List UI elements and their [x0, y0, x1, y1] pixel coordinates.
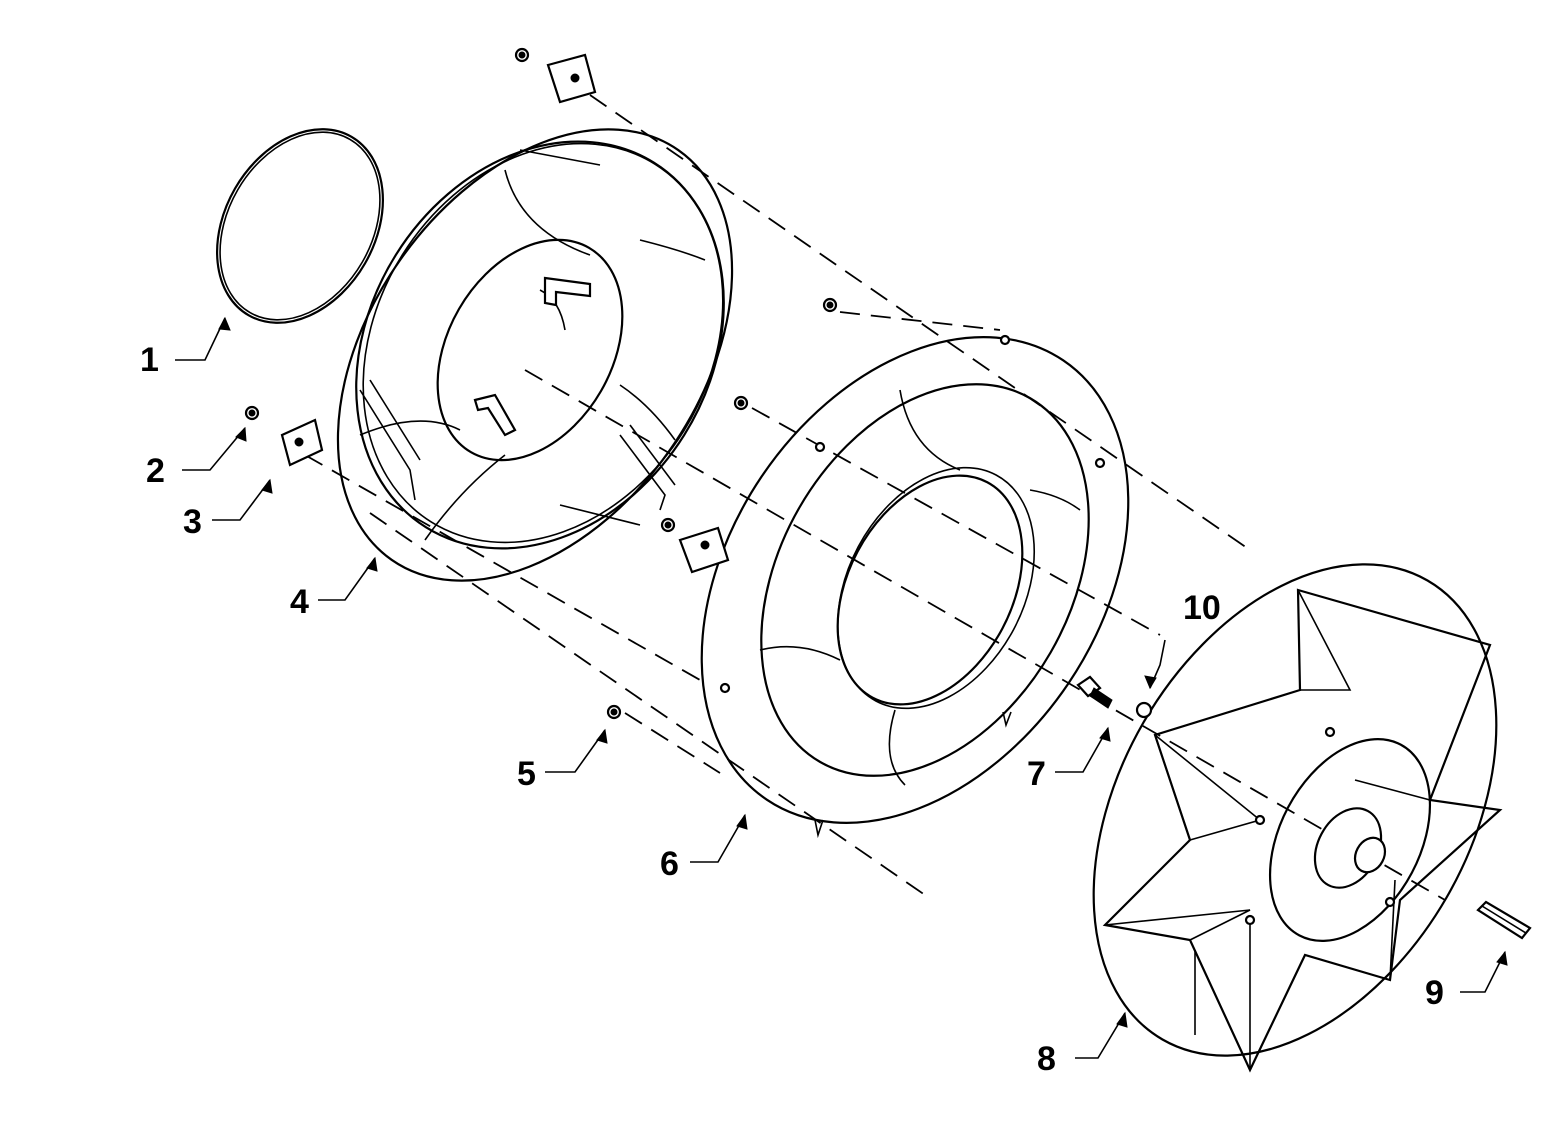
clip [280, 53, 730, 574]
callout-label-5: 5 [517, 755, 536, 793]
key [1476, 900, 1532, 940]
callout-label-3: 3 [183, 503, 202, 541]
inlet-housing [336, 128, 734, 582]
bolt [1076, 675, 1113, 709]
callout-label-7: 7 [1027, 755, 1046, 793]
callout-label-8: 8 [1037, 1040, 1056, 1078]
washer [1135, 701, 1153, 719]
callout-label-9: 9 [1425, 974, 1444, 1012]
nut [244, 47, 838, 720]
callout-label-4: 4 [290, 583, 309, 621]
callout-label-6: 6 [660, 845, 679, 883]
callout-label-10: 10 [1183, 589, 1221, 627]
gasket-ring [216, 128, 384, 324]
assembly-center-lines [304, 94, 1446, 901]
callout-label-2: 2 [146, 452, 165, 490]
callout-leaders [175, 316, 1508, 1059]
blower-wheel [1092, 563, 1503, 1073]
mounting-plate [700, 334, 1130, 839]
callout-label-1: 1 [140, 341, 159, 379]
